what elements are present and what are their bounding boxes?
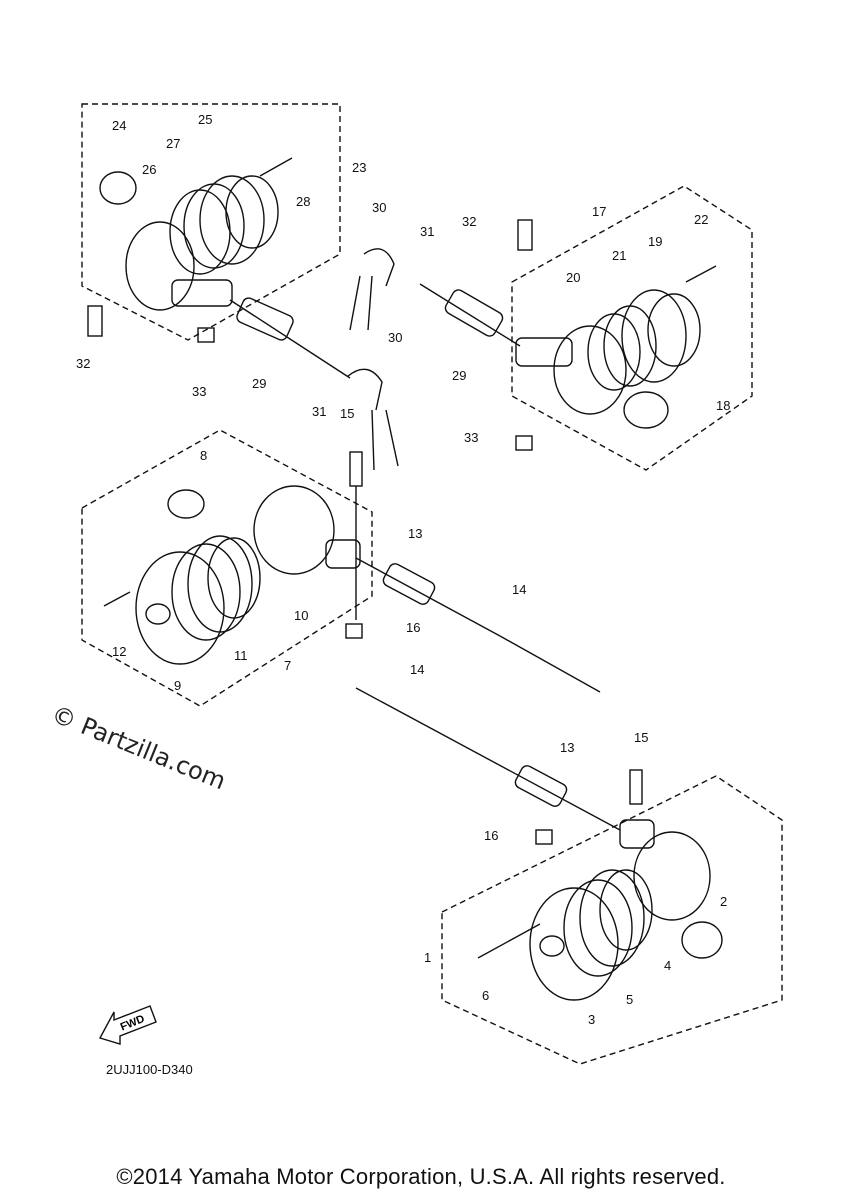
assembly-box-7 (81, 429, 373, 707)
callout-5: 5 (626, 992, 633, 1007)
connector-30-lower (347, 368, 399, 471)
callout-28: 28 (296, 194, 310, 209)
lamp-assembly-17 (349, 219, 717, 451)
callout-26: 26 (142, 162, 156, 177)
lamp-assembly-1 (355, 687, 723, 1001)
callout-22: 22 (694, 212, 708, 227)
lamp-assembly-23 (87, 157, 351, 379)
callout-14b: 14 (410, 662, 424, 677)
callout-4: 4 (664, 958, 671, 973)
callout-32a: 32 (462, 214, 476, 229)
callout-16a: 16 (406, 620, 420, 635)
callout-18: 18 (716, 398, 730, 413)
callout-31b: 31 (312, 404, 326, 419)
callout-15a: 15 (340, 406, 354, 421)
callout-17: 17 (592, 204, 606, 219)
callout-13a: 13 (408, 526, 422, 541)
callout-25: 25 (198, 112, 212, 127)
callout-12: 12 (112, 644, 126, 659)
callout-31a: 31 (420, 224, 434, 239)
callout-6: 6 (482, 988, 489, 1003)
diagram-code: 2UJJ100-D340 (106, 1062, 193, 1077)
callout-13b: 13 (560, 740, 574, 755)
callout-33b: 33 (192, 384, 206, 399)
callout-1: 1 (424, 950, 431, 965)
callout-14a: 14 (512, 582, 526, 597)
callout-15b: 15 (634, 730, 648, 745)
callout-7: 7 (284, 658, 291, 673)
callout-33a: 33 (464, 430, 478, 445)
assembly-box-17 (511, 185, 753, 471)
callout-29b: 29 (452, 368, 466, 383)
assembly-box-1 (441, 775, 783, 1065)
callout-21: 21 (612, 248, 626, 263)
callout-29a: 29 (252, 376, 266, 391)
callout-9: 9 (174, 678, 181, 693)
callout-23: 23 (352, 160, 366, 175)
copyright-notice: ©2014 Yamaha Motor Corporation, U.S.A. A… (116, 1164, 726, 1189)
callout-27: 27 (166, 136, 180, 151)
callout-19: 19 (648, 234, 662, 249)
callout-20: 20 (566, 270, 580, 285)
callout-10: 10 (294, 608, 308, 623)
assembly-box-23 (81, 103, 341, 341)
callout-labels: 1 2 3 4 5 6 7 8 9 10 11 12 13 13 14 14 1… (76, 112, 730, 1027)
callout-2: 2 (720, 894, 727, 909)
callout-16b: 16 (484, 828, 498, 843)
callout-30b: 30 (388, 330, 402, 345)
callout-3: 3 (588, 1012, 595, 1027)
fwd-arrow-icon: FWD (98, 1005, 157, 1045)
callout-30a: 30 (372, 200, 386, 215)
callout-24: 24 (112, 118, 126, 133)
callout-11: 11 (234, 648, 248, 663)
callout-8: 8 (200, 448, 207, 463)
lamp-assembly-7 (103, 451, 601, 693)
callout-32b: 32 (76, 356, 90, 371)
